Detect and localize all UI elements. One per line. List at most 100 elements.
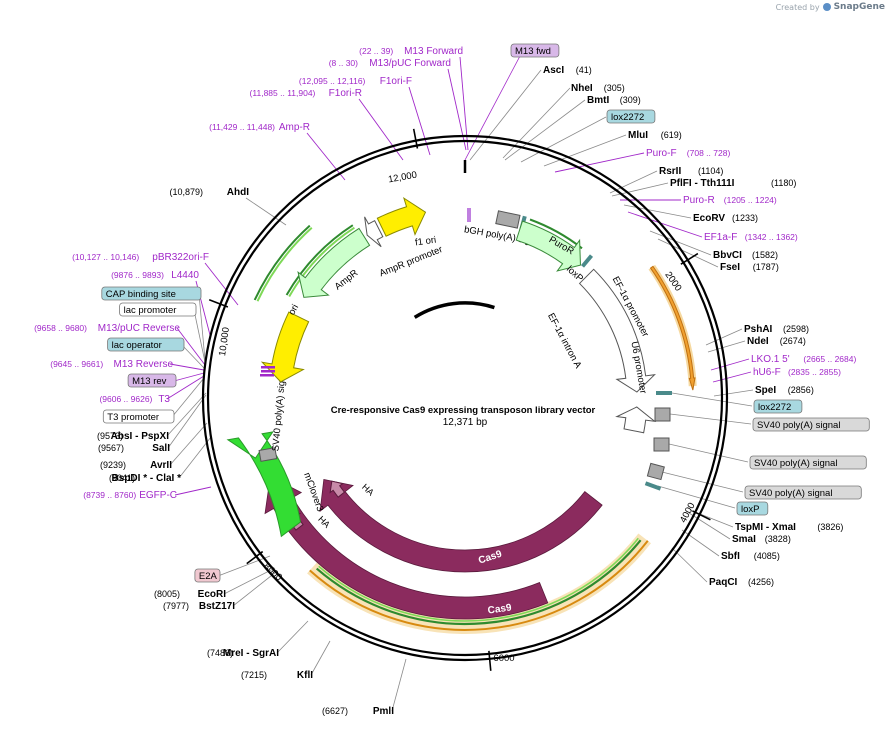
tick-mark xyxy=(412,128,419,149)
f1-ori-arrow xyxy=(376,196,427,237)
site-name: AscI xyxy=(543,65,564,76)
tick-mark xyxy=(488,650,492,671)
site-leader-line xyxy=(671,547,708,583)
snapgene-watermark: Created by SnapGene xyxy=(776,2,885,12)
site-name: BbvCI xyxy=(713,250,742,261)
primer-range: (12,095 .. 12,116) xyxy=(299,76,366,86)
tick-mark xyxy=(246,550,264,565)
green-line-outer xyxy=(315,539,642,626)
primer-label: pBR322ori-F(10,127 .. 10,146) xyxy=(72,252,239,306)
site-label: (7977)BstZ17I xyxy=(163,571,277,612)
site-position: (305) xyxy=(604,83,625,93)
box-text: SV40 poly(A) signal xyxy=(754,458,837,469)
primer-label: Puro-F(708 .. 728) xyxy=(554,148,731,173)
site-label: BmtI(309) xyxy=(504,95,641,161)
site-name: BstZ17I xyxy=(199,601,235,612)
loxp-top-marker xyxy=(580,254,594,268)
site-leader-line xyxy=(166,392,207,437)
primer-label: M13 Forward(22 .. 39) xyxy=(359,46,469,151)
watermark-brand: SnapGene xyxy=(833,2,885,12)
site-label: RsrII (1104) xyxy=(609,166,723,194)
feature-label: Cas9 xyxy=(487,602,513,616)
primer-name: L4440 xyxy=(171,270,199,281)
box-leader-line xyxy=(671,392,753,407)
site-leader-line xyxy=(609,170,658,194)
primer-label: EF1a-F(1342 .. 1362) xyxy=(627,211,798,243)
site-name: PmlI xyxy=(373,706,394,717)
box-leader-line xyxy=(193,309,206,363)
site-position: (1180) xyxy=(771,178,796,188)
primer-name: hU6-F xyxy=(753,367,781,378)
primer-name: F1ori-F xyxy=(380,76,412,87)
primer-label: T3 (9606 .. 9626) xyxy=(99,375,205,405)
primer-leader-line xyxy=(459,56,469,151)
site-name: KflI xyxy=(297,670,313,681)
label-box xyxy=(753,399,803,414)
label-box xyxy=(102,409,175,424)
tick-mark xyxy=(208,299,229,308)
primer-leader-line xyxy=(710,358,750,371)
primer-range: (9606 .. 9626) xyxy=(99,394,152,404)
site-position: (4256) xyxy=(748,577,774,587)
primer-leader-line xyxy=(174,486,212,496)
box-leader-line xyxy=(520,116,607,163)
primer-range: (1205 .. 1224) xyxy=(724,195,777,205)
site-leader-line xyxy=(502,87,571,159)
site-position: (1787) xyxy=(753,262,779,272)
site-name: BspDI * - ClaI * xyxy=(112,473,182,484)
primer-range: (10,127 .. 10,146) xyxy=(72,252,139,262)
primer-label: F1ori-F (12,095 .. 12,116) xyxy=(299,76,431,156)
label-box xyxy=(194,568,221,583)
site-position: (309) xyxy=(620,95,641,105)
site-label: (9239)AvrII xyxy=(100,422,208,471)
tick-label: 12,000 xyxy=(387,170,418,186)
primer-name: T3 xyxy=(158,394,170,405)
watermark-prefix: Created by xyxy=(775,2,820,12)
primer-range: (708 .. 728) xyxy=(687,148,731,158)
site-position: (10,879) xyxy=(169,187,203,197)
box-text: lox2272 xyxy=(758,402,791,413)
site-leader-line xyxy=(232,571,277,607)
ampr-green-arc-2 xyxy=(288,226,355,297)
tick-mark xyxy=(680,252,699,265)
annotation-layer: M13 fwdAscI(41)NheI(305)BmtI(309)lox2272… xyxy=(34,43,870,717)
site-leader-line xyxy=(705,328,743,346)
label-box xyxy=(119,302,197,317)
primer-range: (9645 .. 9661) xyxy=(50,359,103,369)
site-name: PaqCI xyxy=(709,577,738,588)
backbone-inner-ring xyxy=(206,139,724,657)
site-name: SbfI xyxy=(721,551,740,562)
feature-label: HA xyxy=(316,514,332,530)
cas9-inner-arrow xyxy=(319,479,603,573)
box-text: loxP xyxy=(741,504,759,515)
site-label: FseI(1787) xyxy=(657,238,779,273)
green-line-left xyxy=(253,224,311,301)
box-text: M13 fwd xyxy=(515,46,551,57)
box-leader-line xyxy=(657,485,736,509)
site-name: SmaI xyxy=(732,534,756,545)
box-text: lox2272 xyxy=(611,112,644,123)
site-label: (9041)BspDI * - ClaI * xyxy=(109,436,212,484)
site-label: (8005)EcoRI xyxy=(154,567,276,600)
primer-site-marker xyxy=(261,370,275,373)
ampr-arrow xyxy=(297,227,371,298)
site-position: (3828) xyxy=(765,534,791,544)
site-name: RsrII xyxy=(659,166,681,177)
primer-range: (22 .. 39) xyxy=(359,46,393,56)
site-position: (1582) xyxy=(752,250,778,260)
backbone-outer-ring xyxy=(201,134,729,662)
boxed-label: CAP binding site xyxy=(101,286,206,361)
box-leader-line xyxy=(661,471,744,493)
site-name: EcoRV xyxy=(693,213,725,224)
boxed-label: SV40 poly(A) signal xyxy=(669,413,870,432)
site-leader-line xyxy=(713,389,754,397)
site-leader-line xyxy=(276,620,309,654)
site-position: (41) xyxy=(576,65,592,75)
site-leader-line xyxy=(391,658,407,712)
box-text: T3 promoter xyxy=(107,412,159,423)
site-position: (1104) xyxy=(698,166,723,176)
site-position: (3826) xyxy=(817,522,843,532)
site-leader-line xyxy=(504,99,586,161)
site-name: TspMI - XmaI xyxy=(735,522,796,533)
